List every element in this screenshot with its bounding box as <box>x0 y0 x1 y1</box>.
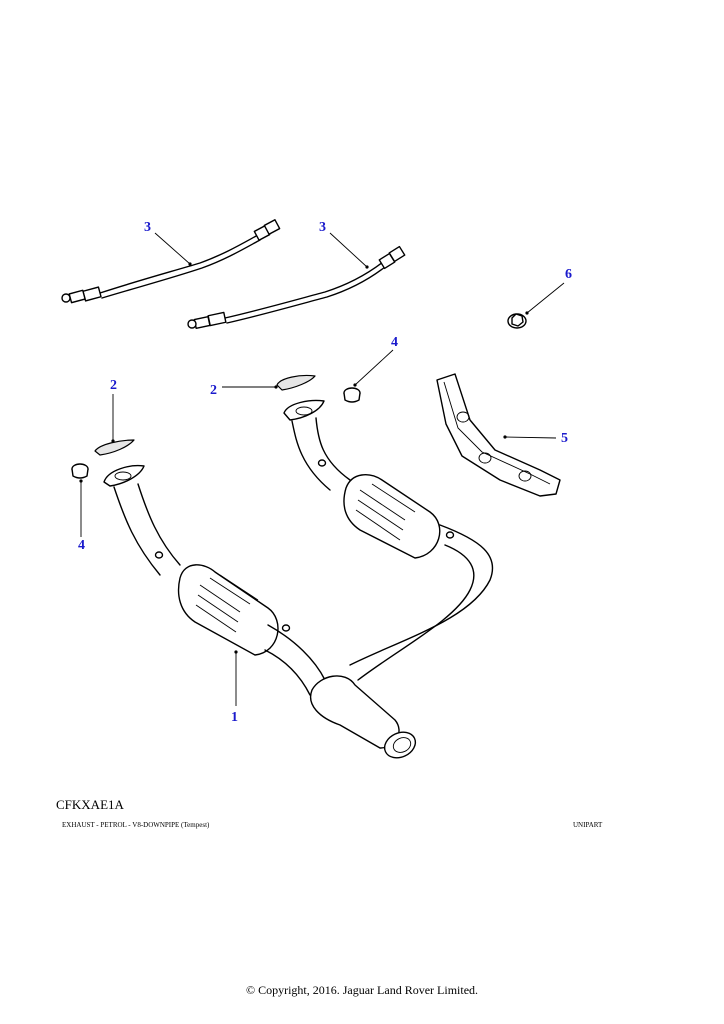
callout-2-upper: 2 <box>210 383 217 398</box>
nut <box>507 313 527 329</box>
plug-lower <box>71 463 89 479</box>
oxygen-sensor-lead-left <box>61 219 281 304</box>
callout-2-left: 2 <box>110 378 117 393</box>
leader-lines <box>79 232 565 706</box>
callout-6: 6 <box>565 267 572 282</box>
copyright-notice: © Copyright, 2016. Jaguar Land Rover Lim… <box>245 983 479 997</box>
figure-code: CFKXAE1A <box>56 797 124 812</box>
callout-3-left: 3 <box>144 220 151 235</box>
brand-label: UNIPART <box>573 821 603 829</box>
callout-4-lower: 4 <box>78 538 85 553</box>
callout-1: 1 <box>231 710 238 725</box>
heat-shield-bracket <box>436 373 561 497</box>
callout-5: 5 <box>561 431 568 446</box>
callout-4-upper: 4 <box>391 335 398 350</box>
gasket-upper <box>276 374 316 391</box>
oxygen-sensor-lead-right <box>187 245 406 330</box>
gasket-lower <box>94 439 135 456</box>
downpipe-assembly <box>103 399 494 759</box>
diagram-caption: EXHAUST - PETROL - V8-DOWNPIPE (Tempest) <box>62 821 210 829</box>
plug-upper <box>343 387 361 403</box>
callout-3-right: 3 <box>319 220 326 235</box>
